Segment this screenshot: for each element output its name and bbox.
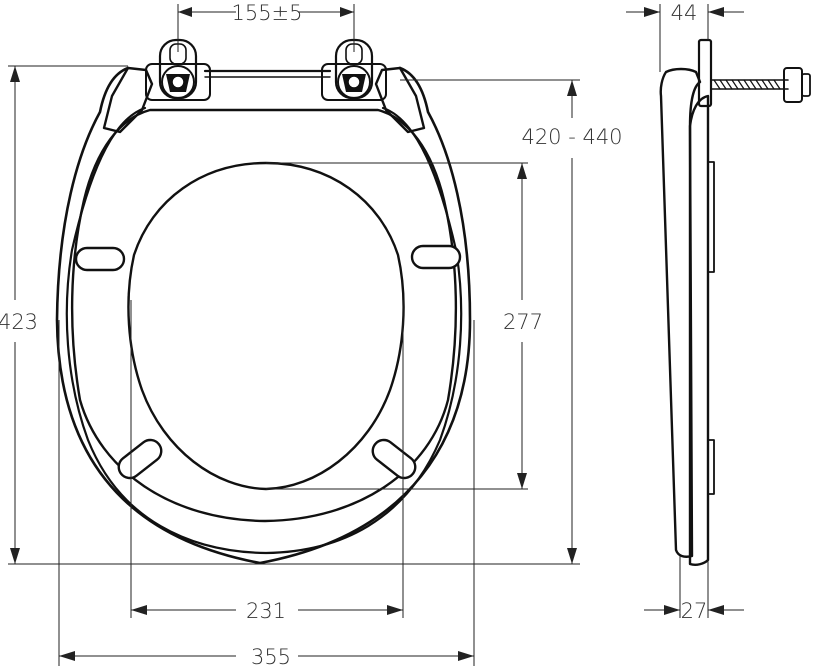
- hinge-spacing-label: 155±5: [231, 1, 302, 25]
- right-hinge: [321, 38, 387, 101]
- side-fixing-bolt: [710, 67, 811, 103]
- total-width-label: 355: [251, 645, 291, 669]
- dimension-total-length: 423: [0, 65, 580, 565]
- bumper-lower-left: [117, 438, 163, 480]
- total-length-label: 423: [0, 310, 38, 334]
- bumper-upper-left: [74, 246, 126, 272]
- dimension-total-width: 355: [58, 320, 475, 669]
- side-hinge-plate: [697, 38, 713, 108]
- dimension-seat-thickness: 27: [644, 556, 744, 623]
- dimension-opening-length: 277: [266, 162, 543, 490]
- right-hinge-arm: [374, 66, 426, 134]
- side-height-label: 44: [671, 1, 698, 25]
- seat-top-view: [55, 38, 472, 565]
- dimension-fixing-to-front: 420 - 440: [400, 79, 623, 564]
- seat-opening: [127, 161, 405, 491]
- seat-side-view: [659, 38, 811, 566]
- lid-outline: [70, 108, 458, 523]
- side-lid-outline: [659, 67, 702, 558]
- seat-thickness-label: 27: [681, 599, 708, 623]
- seat-outer-outline: [55, 66, 472, 565]
- bumper-upper-right: [410, 244, 462, 270]
- opening-width-label: 231: [246, 599, 286, 623]
- dimension-side-height: 44: [626, 1, 744, 72]
- dimension-opening-width: 231: [130, 300, 404, 623]
- left-hinge: [145, 38, 211, 101]
- left-hinge-arm: [102, 66, 154, 134]
- side-bumper-upper: [707, 161, 715, 273]
- side-bumper-lower: [707, 439, 715, 495]
- fixing-to-front-label: 420 - 440: [521, 125, 622, 149]
- bumper-lower-right: [371, 438, 417, 480]
- dimension-hinge-spacing: 155±5: [177, 1, 355, 52]
- opening-length-label: 277: [503, 310, 543, 334]
